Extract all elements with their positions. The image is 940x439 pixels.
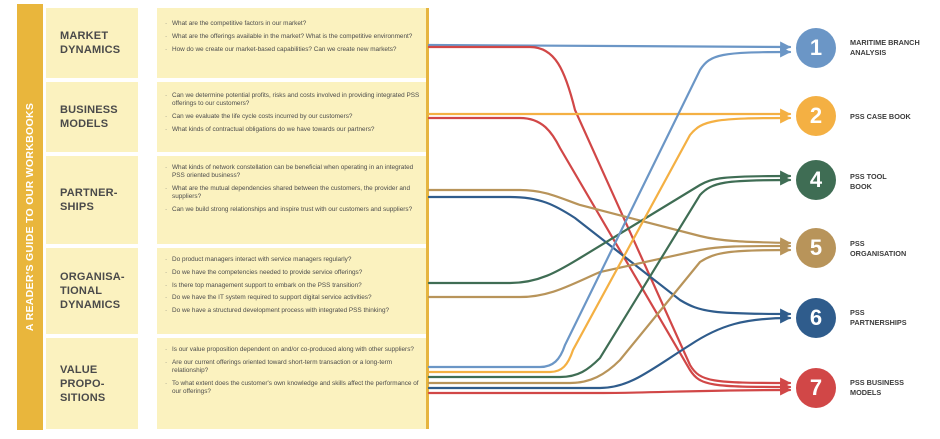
question-item: How do we create our market-based capabi… [165, 46, 420, 54]
question-item: Do product managers interact with servic… [165, 256, 420, 264]
vertical-title-band [17, 4, 43, 430]
questions-organisational-dynamics: Do product managers interact with servic… [157, 248, 426, 334]
question-item: What kinds of contractual obligations do… [165, 126, 420, 134]
workbook-circle-7: 7 [796, 368, 836, 408]
workbook-circle-6: 6 [796, 298, 836, 338]
panel-edge-rule [426, 8, 429, 429]
line-partnerships-to-wb6 [427, 195, 792, 320]
questions-partnerships: What kinds of network constellation can … [157, 156, 426, 244]
line-business-models-to-wb7 [427, 116, 792, 393]
section-label-value-propositions: VALUE PROPO- SITIONS [46, 338, 138, 429]
line-value-propositions-to-wb7 [427, 384, 792, 396]
questions-value-propositions: Is our value proposition dependent on an… [157, 338, 426, 429]
line-market-dynamics-to-wb7 [427, 45, 792, 389]
workbook-circle-1: 1 [796, 28, 836, 68]
question-item: Is there top management support to embar… [165, 282, 420, 290]
question-item: Do we have the competencies needed to pr… [165, 269, 420, 277]
line-organisational-dynamics-to-wb4 [427, 170, 792, 285]
section-label-market-dynamics: MARKET DYNAMICS [46, 8, 138, 78]
workbook-label-1: MARITIME BRANCH ANALYSIS [850, 38, 920, 57]
workbook-circle-4: 4 [796, 160, 836, 200]
workbook-label-6: PSS PARTNERSHIPS [850, 308, 907, 327]
question-item: Can we determine potential profits, risk… [165, 92, 420, 108]
questions-business-models: Can we determine potential profits, risk… [157, 82, 426, 152]
question-item: Can we evaluate the life cycle costs inc… [165, 113, 420, 121]
section-label-organisational-dynamics: ORGANISA- TIONAL DYNAMICS [46, 248, 138, 334]
workbook-circle-2: 2 [796, 96, 836, 136]
line-value-propositions-to-wb1 [427, 46, 792, 369]
question-item: Are our current offerings oriented towar… [165, 359, 420, 375]
workbook-circle-5: 5 [796, 228, 836, 268]
workbook-label-4: PSS TOOL BOOK [850, 172, 887, 191]
line-value-propositions-to-wb4 [427, 174, 792, 379]
question-item: Do we have the IT system required to sup… [165, 294, 420, 302]
line-value-propositions-to-wb2 [427, 112, 792, 374]
question-item: Can we build strong relationships and in… [165, 206, 420, 214]
section-label-partnerships: PARTNER- SHIPS [46, 156, 138, 244]
question-item: Is our value proposition dependent on an… [165, 346, 420, 354]
question-item: Do we have a structured development proc… [165, 307, 420, 315]
line-value-propositions-to-wb6 [427, 312, 792, 390]
line-partnerships-to-wb5 [427, 188, 792, 249]
questions-market-dynamics: What are the competitive factors in our … [157, 8, 426, 78]
question-item: What kinds of network constellation can … [165, 164, 420, 180]
section-label-business-models: BUSINESS MODELS [46, 82, 138, 152]
workbook-label-7: PSS BUSINESS MODELS [850, 378, 904, 397]
question-item: What are the competitive factors in our … [165, 20, 420, 28]
line-value-propositions-to-wb5 [427, 244, 792, 385]
question-item: What are the mutual dependencies shared … [165, 185, 420, 201]
question-item: What are the offerings available in the … [165, 33, 420, 41]
line-market-dynamics-to-wb1 [427, 41, 792, 53]
question-item: To what extent does the customer's own k… [165, 380, 420, 396]
workbook-label-5: PSS ORGANISATION [850, 239, 907, 258]
workbook-label-2: PSS CASE BOOK [850, 112, 911, 121]
